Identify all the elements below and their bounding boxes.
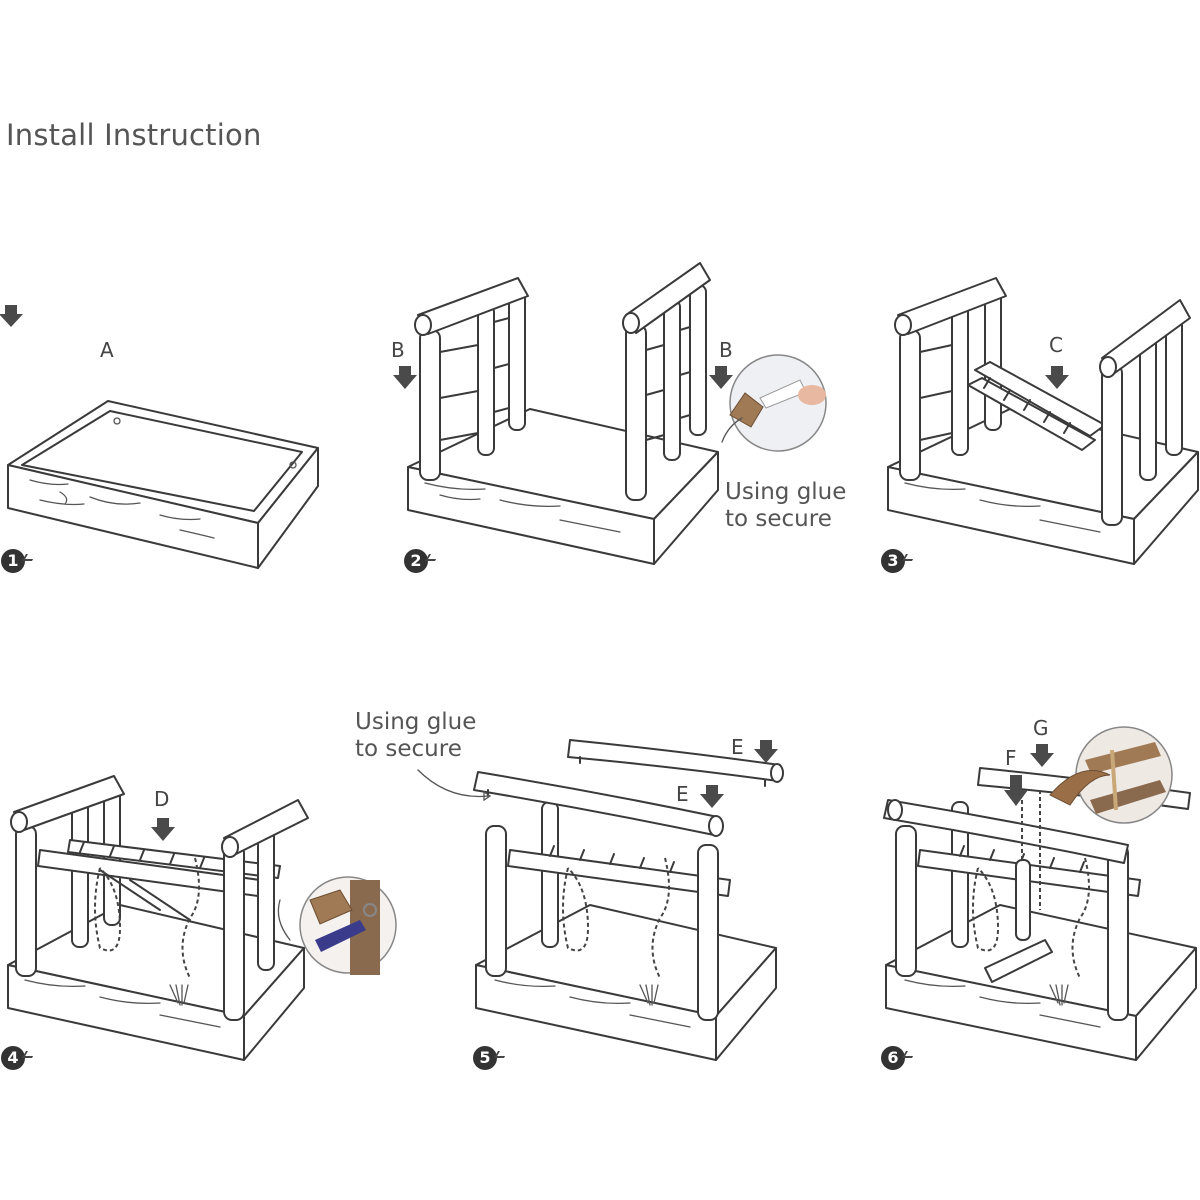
glue-detail-icon <box>721 354 827 452</box>
step-3-part-label: C <box>1049 333 1063 357</box>
step-5-illustration <box>417 739 784 1061</box>
step-2-part-label-right: B <box>719 338 733 362</box>
step-6-arrow-icon-f <box>1004 775 1028 806</box>
step-2-arrow-icon-right <box>709 366 733 389</box>
step-2-note-line-2: to secure <box>725 506 832 532</box>
step-1-number: 1 <box>1 549 25 573</box>
step-3-number: 3 <box>881 549 905 573</box>
step-2-number: 2 <box>404 549 428 573</box>
step-5-part-label-top: E <box>731 735 744 759</box>
hook-detail-icon <box>277 876 397 975</box>
step-5-note-line-1: Using glue <box>355 709 477 735</box>
step-6-part-label-g: G <box>1033 716 1049 740</box>
step-5-number: 5 <box>473 1046 497 1070</box>
step-3-illustration <box>887 277 1199 565</box>
step-6-part-label-f: F <box>1005 746 1017 770</box>
step-4-arrow-icon <box>151 818 175 841</box>
step-5-arrow-icon-1 <box>700 785 724 808</box>
step-2-glue-note: Using glue to secure <box>725 479 846 533</box>
page-title: Install Instruction <box>6 118 262 152</box>
step-4-number: 4 <box>1 1046 25 1070</box>
step-5-glue-note: Using glue to secure <box>355 709 476 763</box>
step-6-number: 6 <box>881 1046 905 1070</box>
step-2-part-label-left: B <box>391 338 405 362</box>
step-5-arrow-icon-2 <box>754 740 778 763</box>
clip-detail-icon <box>1049 726 1173 824</box>
step-2-arrow-icon-left <box>393 366 417 389</box>
step-6-illustration <box>883 726 1197 1061</box>
step-1-arrow-icon <box>0 305 23 327</box>
step-4-part-label: D <box>154 787 170 811</box>
step-5-note-line-2: to secure <box>355 736 462 762</box>
step-5-part-label-front: E <box>676 782 689 806</box>
step-1-part-label: A <box>100 338 114 362</box>
step-4-illustration <box>7 775 397 1061</box>
step-6-arrow-icon-g <box>1030 744 1054 767</box>
step-2-illustration <box>393 262 827 565</box>
step-1-illustration <box>0 305 319 569</box>
step-3-arrow-icon <box>1045 366 1069 389</box>
step-2-note-line-1: Using glue <box>725 479 847 505</box>
